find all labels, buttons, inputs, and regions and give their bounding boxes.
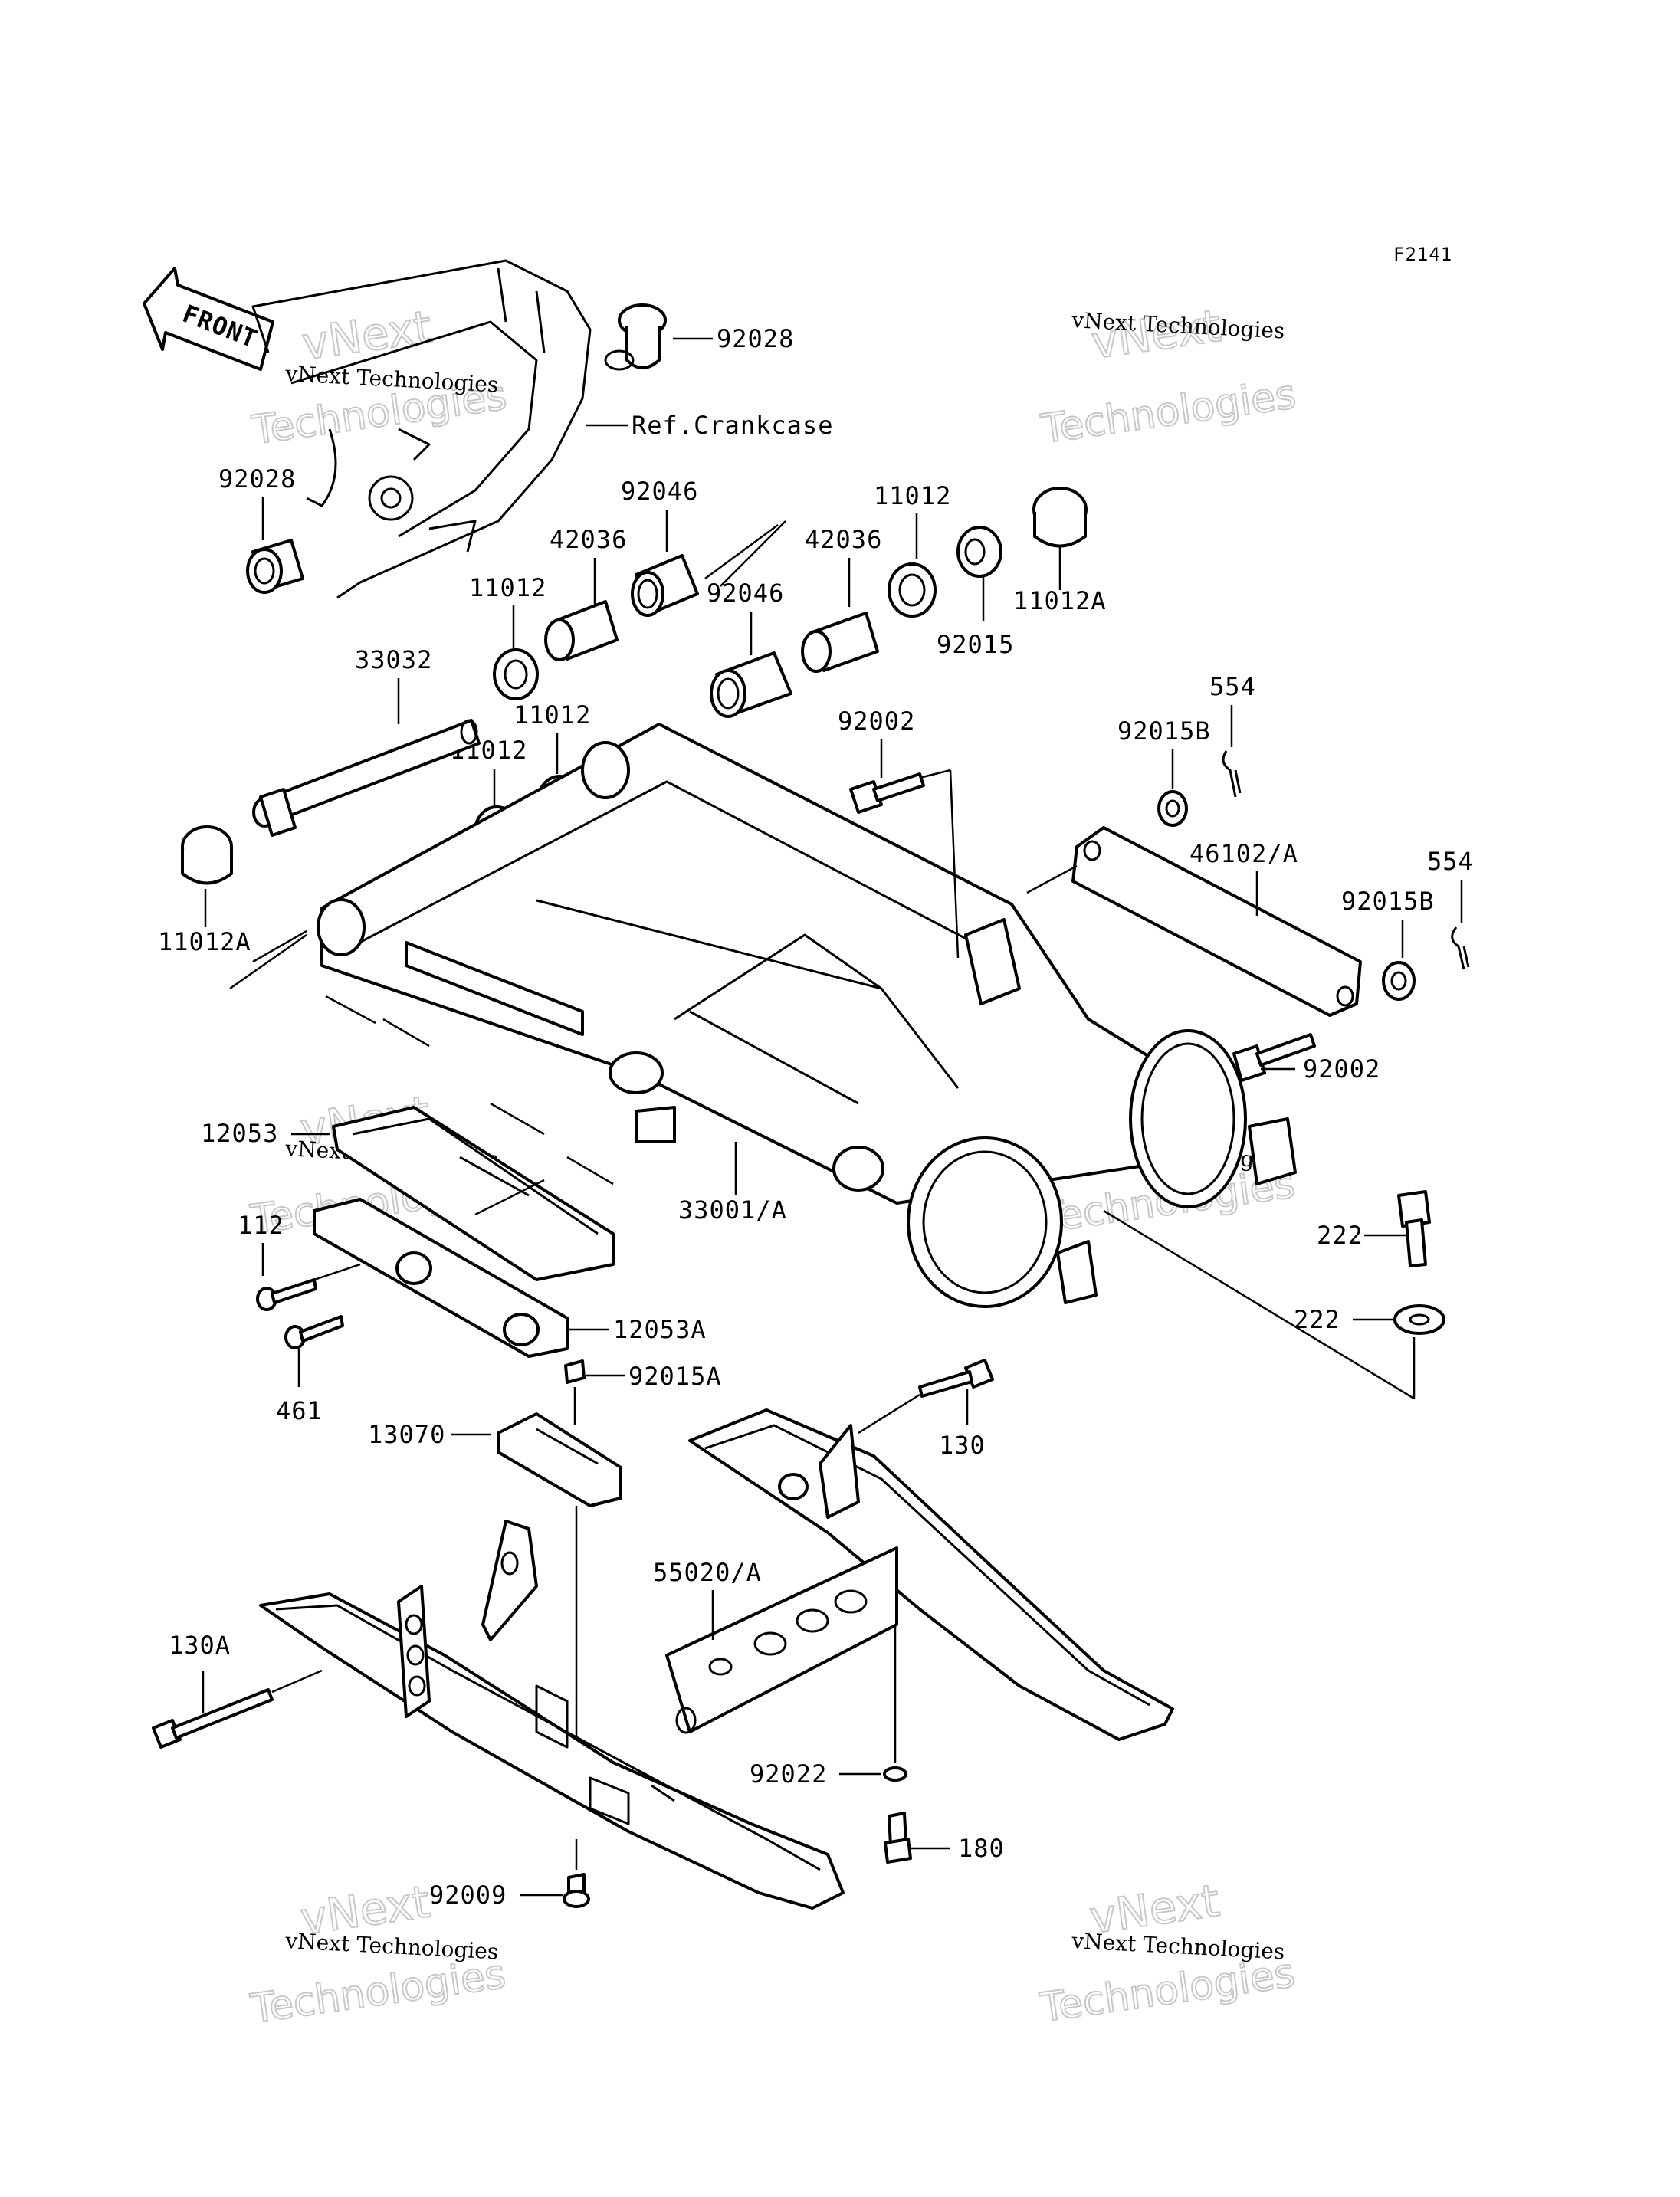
part-label-42036: 42036	[550, 525, 627, 554]
cotter-pin-554-a-icon	[1222, 750, 1242, 798]
nut-92015B-a-icon	[1157, 790, 1188, 827]
chain-slider-12053-icon	[332, 1106, 615, 1281]
part-label-11012A: 11012A	[1013, 586, 1107, 615]
part-label-92046: 92046	[621, 477, 698, 506]
part-label-92028: 92028	[218, 464, 296, 494]
front-arrow-icon: FRONT	[143, 267, 274, 371]
crankcase-ref-drawing	[251, 259, 592, 599]
part-label-92009: 92009	[429, 1881, 507, 1910]
bushing-92028-left-icon	[246, 539, 304, 594]
screw-92009-icon	[563, 1873, 590, 1908]
part-label-11012: 11012	[469, 573, 546, 602]
watermark-text: vNext Technologies	[284, 1928, 499, 1965]
part-label-55020-A: 55020/A	[653, 1558, 762, 1587]
bushing-92028-top-icon	[604, 303, 667, 371]
bolt-92002-b-icon	[1232, 1033, 1316, 1082]
part-label-33001-A: 33001/A	[678, 1195, 787, 1225]
needle-bearing-92046-b-icon	[710, 651, 792, 718]
washer-92022-icon	[883, 1766, 907, 1782]
part-label-42036: 42036	[805, 525, 882, 554]
part-label-92022: 92022	[750, 1759, 827, 1789]
part-label-130: 130	[939, 1431, 986, 1460]
watermark-text: vNext Technologies	[1071, 1928, 1285, 1965]
nut-92015A-icon	[564, 1359, 586, 1384]
figure-id: F2141	[1393, 244, 1452, 265]
part-label-12053: 12053	[201, 1119, 278, 1148]
ref-crankcase-label: Ref.Crankcase	[632, 411, 833, 440]
part-label-130A: 130A	[169, 1631, 231, 1660]
swingarm-33001-drawing	[317, 723, 1297, 1308]
bolt-130A-icon	[152, 1688, 274, 1749]
part-label-92015A: 92015A	[628, 1362, 722, 1391]
watermark-technologies: Technologies	[248, 1951, 508, 2032]
part-label-222: 461	[276, 1396, 323, 1425]
watermark-technologies: Technologies	[1039, 372, 1299, 453]
screw-222-b-icon	[284, 1315, 344, 1349]
part-label-112: 222	[1317, 1221, 1363, 1250]
chain-case-lower-drawing	[259, 1520, 845, 1910]
collar-42036-b-icon	[801, 612, 879, 673]
seal-11012-a-icon	[888, 562, 937, 618]
pivot-shaft-33032-icon	[252, 719, 481, 837]
nut-92015B-b-icon	[1382, 961, 1416, 1001]
part-label-12053A: 12053A	[613, 1315, 707, 1344]
bolt-130-icon	[918, 1359, 994, 1398]
part-label-92028: 92028	[717, 324, 794, 353]
chain-guard-55020-drawing	[665, 1408, 1174, 1741]
part-label-180: 180	[958, 1834, 1005, 1863]
cotter-pin-554-b-icon	[1451, 926, 1470, 970]
bolt-92002-a-icon	[849, 772, 925, 814]
part-label-13070: 13070	[368, 1420, 445, 1449]
washer-461-icon	[1393, 1304, 1445, 1335]
part-label-92015B: 92015B	[1341, 887, 1435, 916]
part-label-33032: 33032	[355, 645, 432, 674]
cap-11012A-top-icon	[1032, 487, 1088, 548]
part-label-92015B: 92015B	[1117, 716, 1211, 746]
part-label-11012A: 11012A	[158, 927, 251, 956]
cap-11012A-left-icon	[181, 825, 233, 885]
part-label-554: 554	[1427, 847, 1474, 876]
part-label-46102-A: 46102/A	[1189, 839, 1298, 868]
collar-42036-a-icon	[544, 600, 619, 661]
bolt-112-icon	[1397, 1190, 1431, 1267]
part-label-222: 112	[238, 1211, 284, 1240]
part-label-11012: 11012	[514, 700, 591, 730]
guide-block-13070-icon	[497, 1412, 622, 1507]
needle-bearing-92046-a-icon	[631, 554, 699, 617]
part-label-11012: 11012	[874, 481, 951, 510]
part-label-92046: 92046	[707, 579, 784, 608]
part-label-92015: 92015	[937, 630, 1014, 659]
part-label-92002: 92002	[838, 707, 915, 736]
screw-222-a-icon	[256, 1278, 317, 1311]
slider-mount-12053A-icon	[313, 1198, 569, 1358]
collar-92015-icon	[956, 526, 1002, 578]
bolt-180-icon	[884, 1812, 912, 1864]
seal-11012-b-icon	[493, 648, 539, 700]
part-label-554: 554	[1209, 672, 1256, 701]
part-label-92002: 92002	[1303, 1054, 1380, 1084]
tie-rod-46102-icon	[1071, 826, 1362, 1017]
